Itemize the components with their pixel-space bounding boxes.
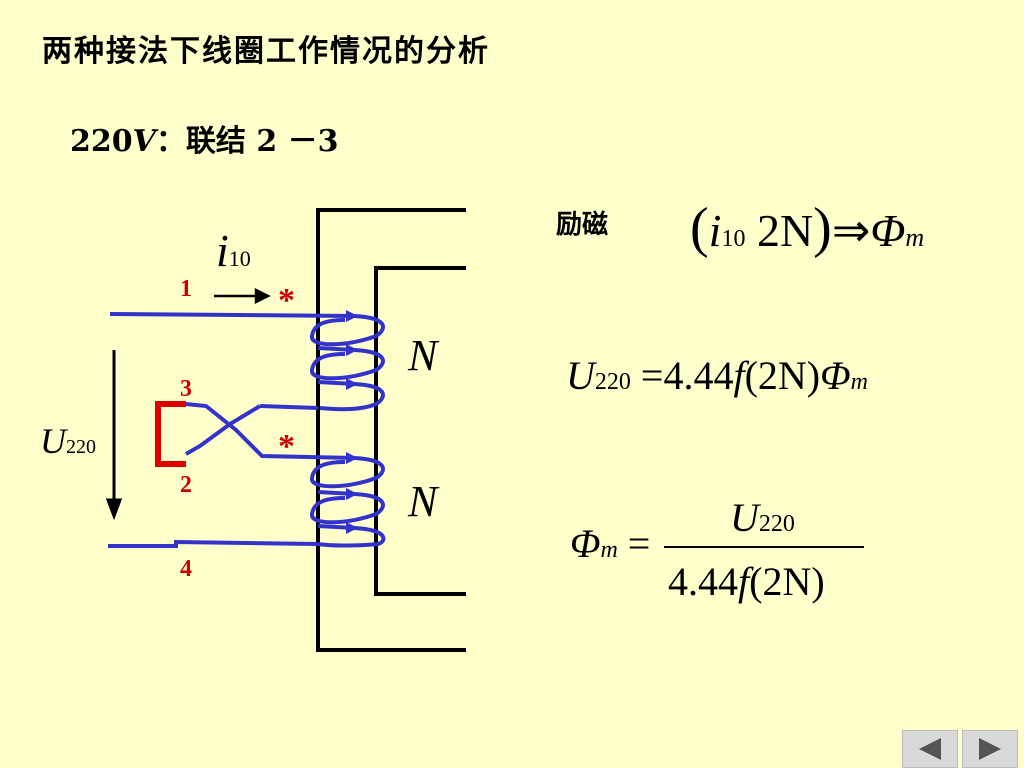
polarity-mark-top: *	[278, 282, 295, 319]
voltage-arrow	[105, 350, 123, 521]
formula-voltage: U220 =4.44f(2N)Φm	[566, 353, 868, 398]
jumper-link	[155, 401, 186, 467]
voltage-symbol: U220	[40, 421, 96, 461]
terminal-3: 3	[180, 376, 192, 402]
current-symbol: i10	[216, 225, 251, 276]
coil-label-bottom: N	[408, 477, 438, 526]
connection-subtitle: 220V：联结 2 －3	[70, 116, 339, 160]
subtitle-unit: V	[132, 124, 156, 159]
formula-flux-denominator: 4.44f(2N)	[668, 559, 825, 604]
formula-flux-numerator: U220	[730, 495, 795, 540]
formula-excitation: (i10 2N)⇒Φm	[690, 197, 925, 259]
fraction-bar	[664, 546, 864, 548]
triangle-right-icon	[979, 738, 1001, 760]
formula-flux-lhs: Φm =	[570, 521, 651, 566]
next-slide-button[interactable]	[962, 730, 1018, 768]
prev-slide-button[interactable]	[902, 730, 958, 768]
current-arrow	[214, 287, 271, 305]
excitation-label: 励磁	[556, 210, 609, 240]
subtitle-rest: ：联结 2 －3	[155, 124, 339, 159]
page-title: 两种接法下线圈工作情况的分析	[42, 34, 490, 69]
triangle-left-icon	[919, 738, 941, 760]
coil-label-top: N	[408, 331, 438, 380]
terminal-4: 4	[180, 556, 192, 582]
terminal-2: 2	[180, 472, 192, 498]
polarity-mark-bottom: *	[278, 428, 295, 465]
subtitle-voltage: 220	[70, 124, 133, 159]
terminal-1: 1	[180, 276, 192, 302]
transformer-core	[316, 208, 466, 652]
winding-wires	[108, 312, 386, 548]
winding-arrowheads	[346, 310, 358, 534]
